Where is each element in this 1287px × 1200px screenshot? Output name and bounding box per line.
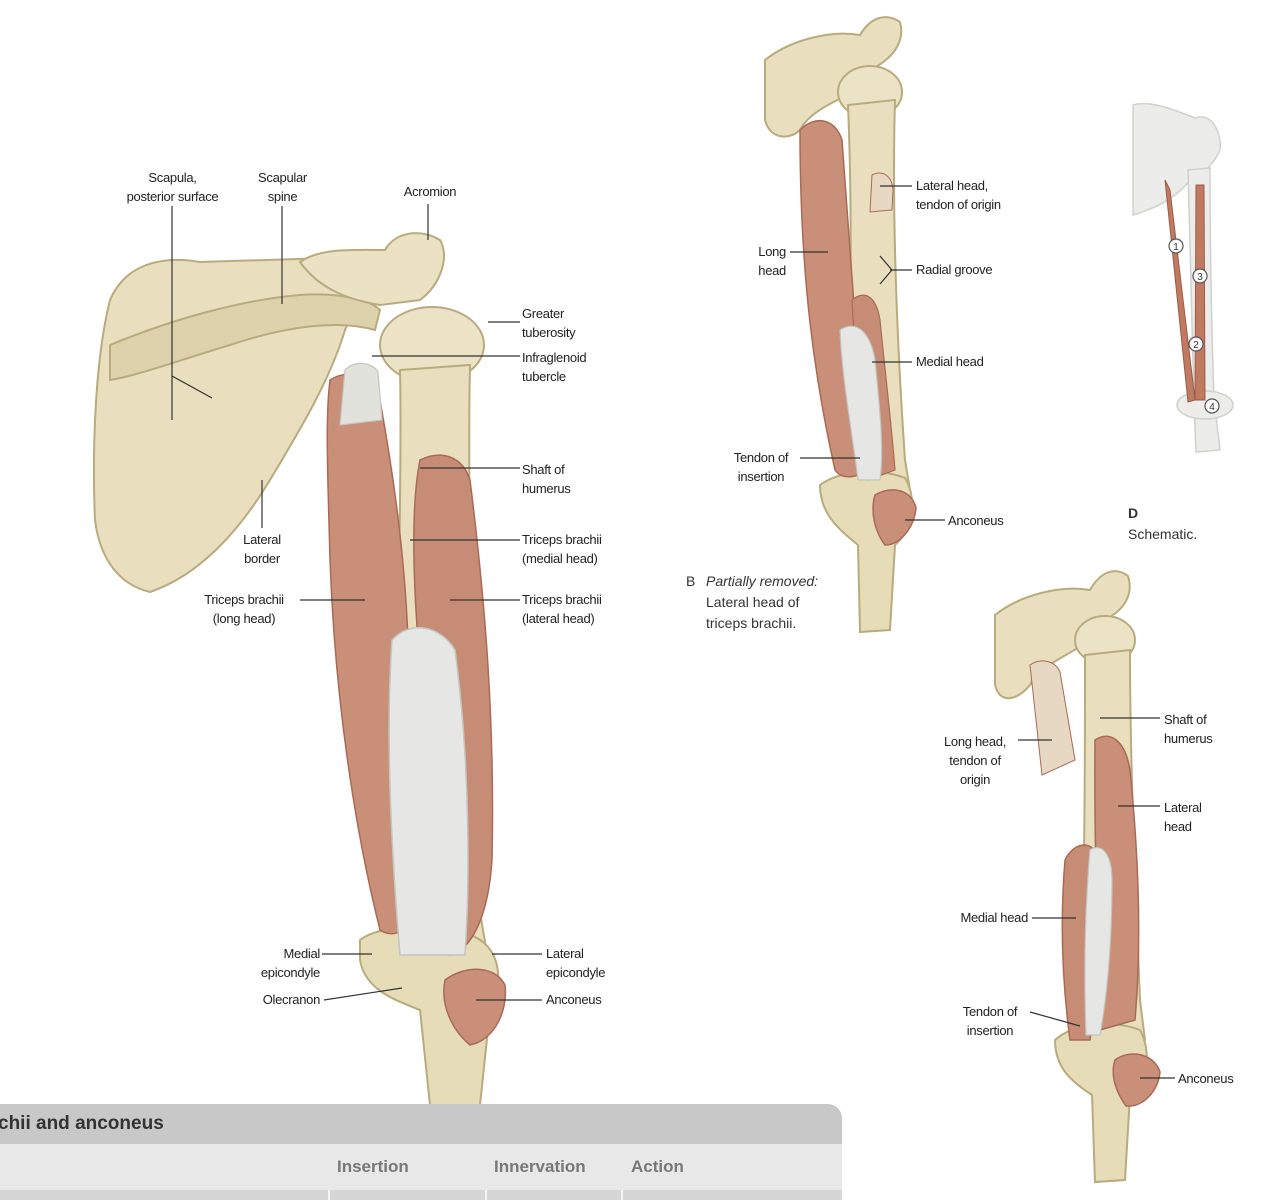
column-divider <box>621 1190 623 1200</box>
marker-2 <box>1188 336 1204 352</box>
scapular-spine-bone <box>109 293 382 382</box>
marker-1 <box>1168 238 1184 254</box>
caption-b-italic: Partially removed: <box>706 573 819 589</box>
caption-d-text: Schematic. <box>1128 526 1198 542</box>
marker-1-text: 1 <box>1173 242 1179 253</box>
marker-3-text: 3 <box>1197 272 1203 283</box>
figure-d-illustration: 1 3 2 4 <box>1132 102 1234 453</box>
column-divider <box>328 1190 330 1200</box>
label-medial-head-c: Medial head <box>960 910 1028 925</box>
anconeus-muscle-a <box>443 968 507 1046</box>
scapula-bone-b <box>764 16 903 138</box>
label-lateral-border: Lateral border <box>243 532 281 566</box>
tendon-c <box>1084 847 1113 1036</box>
table-title-text: chii and anconeus <box>0 1113 164 1134</box>
tendon-b <box>839 325 883 481</box>
column-divider <box>485 1190 487 1200</box>
long-head-tendon <box>339 362 383 426</box>
label-shaft-of-humerus-a: Shaft of humerus <box>522 462 571 496</box>
label-tendon-of-insertion-c: Tendon of insertion <box>962 1004 1018 1038</box>
label-infraglenoid-tubercle: Infraglenoid tubercle <box>522 350 587 384</box>
label-acromion: Acromion <box>403 184 457 199</box>
label-lateral-epicondyle: Lateral epicondyle <box>546 946 606 980</box>
marker-4-text: 4 <box>1209 402 1215 413</box>
long-head-tendon-c <box>1029 660 1076 776</box>
table-header-row: Insertion Innervation Action <box>0 1144 842 1190</box>
marker-4 <box>1204 398 1220 414</box>
caption-d-letter: D <box>1128 505 1139 521</box>
label-long-head-tendon-c: Long head, tendon of origin <box>943 734 1007 787</box>
marker-2-text: 2 <box>1193 340 1199 351</box>
label-lateral-head-c: Lateral head <box>1164 800 1202 834</box>
label-shaft-of-humerus-c: Shaft of humerus <box>1164 712 1213 746</box>
marker-3 <box>1192 268 1208 284</box>
column-header-action[interactable]: Action <box>631 1157 684 1176</box>
label-medial-epicondyle: Medial epicondyle <box>260 946 320 980</box>
label-radial-groove: Radial groove <box>916 262 993 277</box>
caption-b-letter: B <box>686 573 696 589</box>
label-olecranon: Olecranon <box>262 992 321 1007</box>
figure-c-leader-lines <box>1018 717 1175 1079</box>
label-greater-tuberosity: Greater tuberosity <box>522 306 576 340</box>
label-anconeus-b: Anconeus <box>948 513 1004 528</box>
triceps-tendon <box>388 626 469 956</box>
label-tendon-of-insertion-b: Tendon of insertion <box>733 450 789 484</box>
table-title: chii and anconeus <box>0 1104 842 1144</box>
caption-b: B Partially removed: Lateral head of tri… <box>686 571 856 655</box>
figure-a-leader-lines <box>171 204 542 1001</box>
figure-b-illustration <box>764 16 917 634</box>
label-lateral-head-tendon: Lateral head, tendon of origin <box>916 178 1001 212</box>
label-scapula: Scapula, posterior surface <box>126 170 219 204</box>
anconeus-muscle-c <box>1112 1053 1161 1107</box>
caption-b-text: Lateral head of triceps brachii. <box>706 594 800 631</box>
column-header-innervation[interactable]: Innervation <box>494 1157 586 1176</box>
label-anconeus-c: Anconeus <box>1178 1071 1234 1086</box>
figure-a-illustration <box>92 232 507 1106</box>
label-triceps-medial-head: Triceps brachii (medial head) <box>522 532 602 566</box>
label-anconeus-a: Anconeus <box>546 992 602 1007</box>
caption-d: D Schematic. <box>1128 482 1268 545</box>
figure-b-leader-lines <box>790 185 945 521</box>
label-long-head-b: Long head <box>758 244 786 278</box>
lateral-head-stump-b <box>869 172 894 213</box>
acromion-bone <box>298 232 445 307</box>
label-medial-head-b: Medial head <box>916 354 984 369</box>
muscle-table: chii and anconeus Insertion Innervation … <box>0 1104 842 1200</box>
figure-c-illustration <box>994 570 1161 1184</box>
label-scapular-spine: Scapular spine <box>258 170 307 204</box>
label-triceps-long-head: Triceps brachii (long head) <box>204 592 284 626</box>
column-header-insertion[interactable]: Insertion <box>337 1157 409 1176</box>
anconeus-muscle-b <box>872 489 917 546</box>
muscle-line-2 <box>1194 184 1206 401</box>
label-triceps-lateral-head: Triceps brachii (lateral head) <box>522 592 602 626</box>
table-row <box>0 1190 842 1200</box>
scapula-bone-c <box>994 570 1131 700</box>
